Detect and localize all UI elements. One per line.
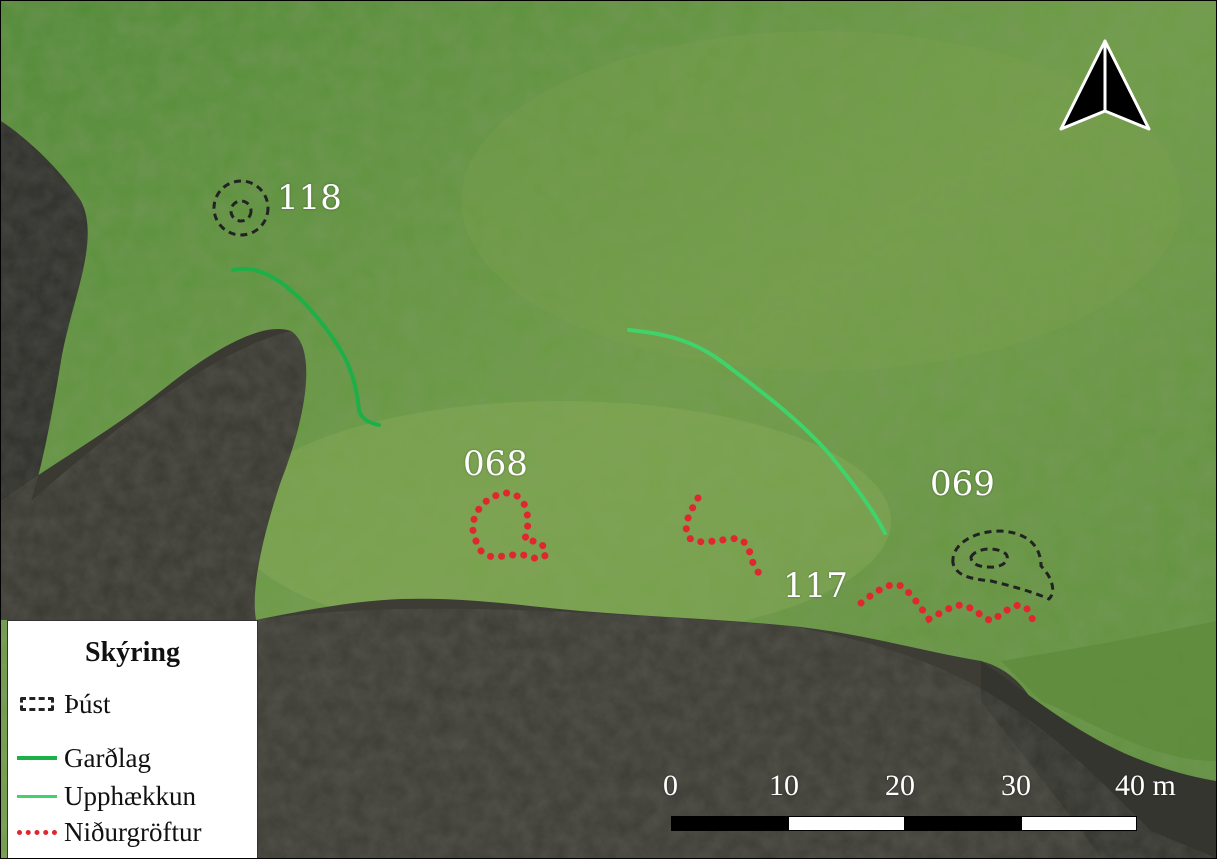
dashed-box-icon: [16, 692, 58, 716]
legend-title: Skýring: [85, 637, 180, 668]
legend-item-nidurgroftur: Niðurgröftur: [16, 817, 201, 847]
scale-segment-4: [1021, 816, 1137, 831]
nidurgroftur-lines: [469, 489, 1037, 630]
scale-tick-20: 20: [885, 769, 915, 802]
nidurgroftur-117b: [857, 581, 1037, 630]
site-label-118: 118: [277, 178, 342, 218]
solid-line-icon: [16, 746, 58, 770]
legend-item-upphaekkun: Upphækkun: [16, 781, 196, 811]
solid-line-light-icon: [16, 784, 58, 808]
nidurgroftur-117a: [682, 494, 770, 583]
site-label-069: 069: [930, 464, 995, 504]
scale-tick-10: 10: [769, 769, 799, 802]
scale-tick-40m: 40 m: [1115, 769, 1176, 802]
legend: Skýring Þúst Garðlag Upphækkun Niðurgröf…: [7, 620, 258, 858]
scale-tick-0: 0: [663, 769, 678, 802]
scale-segment-2: [788, 816, 905, 831]
scale-tick-30: 30: [1001, 769, 1031, 802]
dotted-line-icon: [16, 820, 58, 844]
scale-segment-1: [671, 816, 789, 831]
gardlag-line: [231, 266, 381, 427]
scale-segment-3: [904, 816, 1022, 831]
pust-069: [951, 529, 1055, 601]
north-arrow-icon: [1059, 39, 1151, 131]
legend-label-gardlag: Garðlag: [64, 742, 151, 773]
legend-label-nidurgroftur: Niðurgröftur: [64, 816, 202, 847]
pust-118: [212, 179, 270, 237]
legend-item-pust: Þúst: [16, 689, 111, 719]
legend-label-pust: Þúst: [64, 688, 111, 719]
site-label-117: 117: [783, 566, 848, 606]
upphaekkun-line: [627, 328, 887, 535]
nidurgroftur-068: [469, 489, 550, 562]
legend-item-gardlag: Garðlag: [16, 743, 151, 773]
site-label-068: 068: [463, 444, 528, 484]
legend-label-upphaekkun: Upphækkun: [64, 780, 197, 811]
